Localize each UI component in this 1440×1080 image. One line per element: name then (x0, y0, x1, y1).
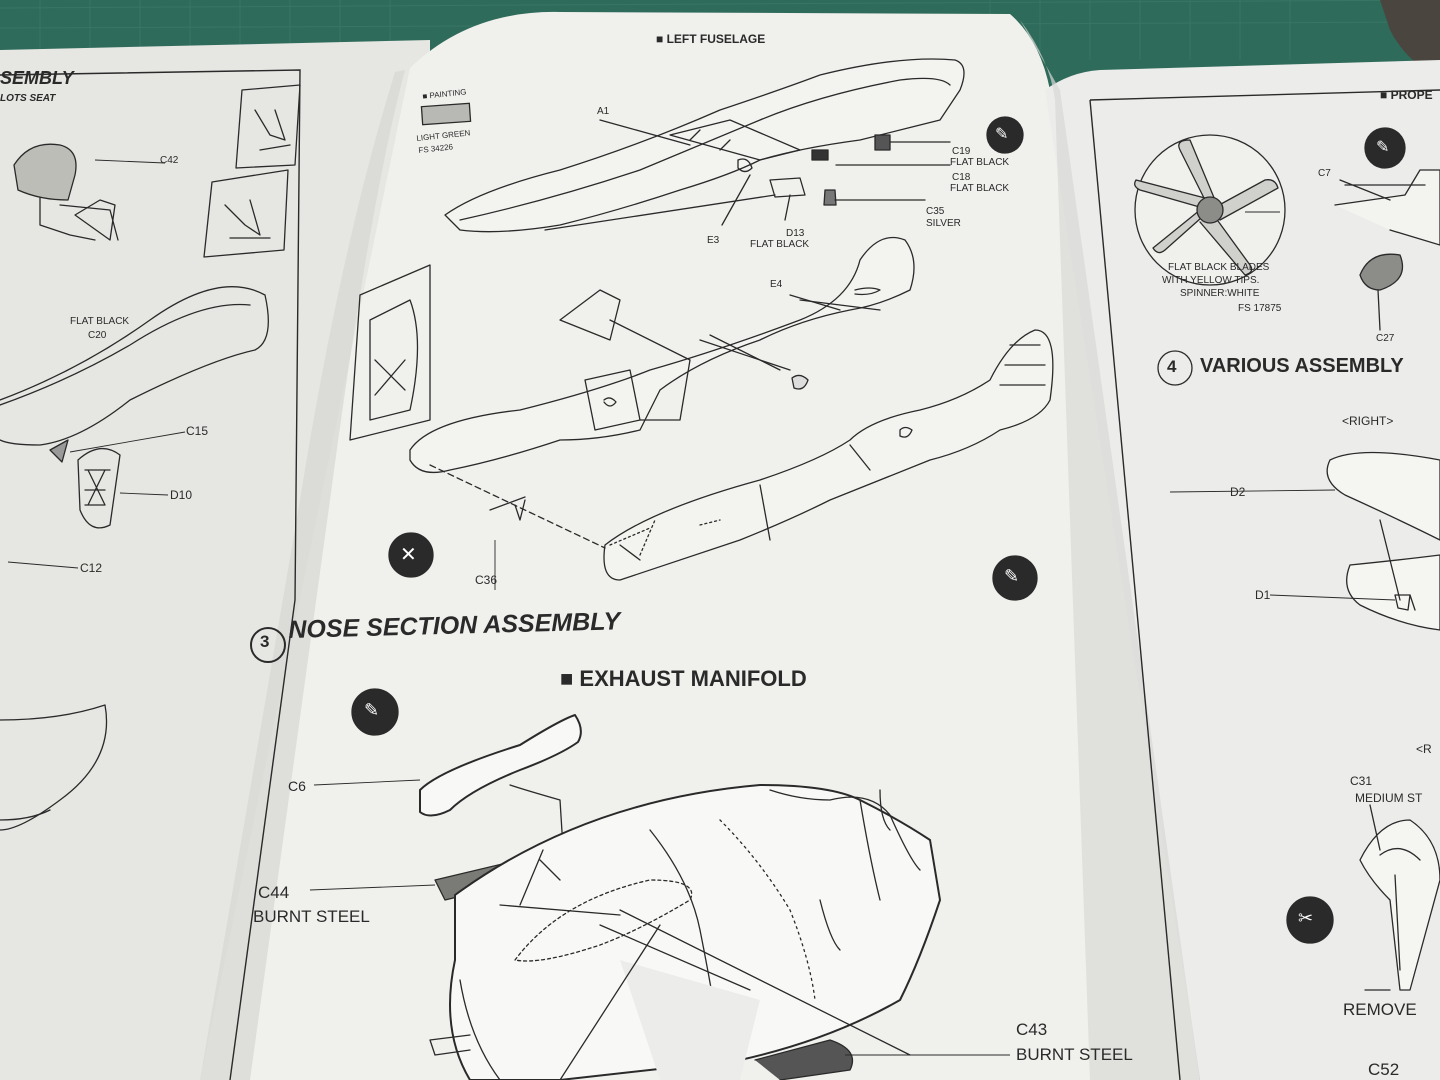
left-page-subtitle: LOTS SEAT (0, 93, 56, 104)
right-tag: <RIGHT> (1342, 414, 1394, 428)
prop-caption-2: WITH YELLOW TIPS. (1162, 275, 1260, 286)
section-header-left-fuselage: ■ LEFT FUSELAGE (656, 32, 766, 46)
prop-caption-1: FLAT BLACK BLADES (1168, 262, 1270, 273)
label-c44-color: BURNT STEEL (253, 907, 370, 926)
label-c35: C35 (926, 206, 945, 217)
prop-caption-4: FS 17875 (1238, 303, 1282, 314)
section-header-text: LEFT FUSELAGE (666, 32, 766, 46)
glue-icon: ✎ (995, 126, 1009, 143)
label-c6: C6 (288, 778, 306, 794)
label-d10: D10 (170, 488, 193, 502)
completed-fuselage (603, 329, 1054, 581)
exhaust-manifold-text: EXHAUST MANIFOLD (579, 666, 807, 691)
label-c52: C52 (1368, 1060, 1400, 1079)
label-d1: D1 (1255, 588, 1271, 602)
label-c44: C44 (258, 883, 290, 902)
fuselage-with-cockpit (409, 236, 915, 474)
step-4-title: VARIOUS ASSEMBLY (1200, 355, 1404, 377)
exhaust-manifold-header: ■ EXHAUST MANIFOLD (560, 666, 807, 691)
label-c7: C7 (1318, 168, 1331, 179)
label-remove: REMOVE (1343, 1000, 1417, 1019)
knife-icon: ✂ (1298, 908, 1314, 928)
right-section-header: ■ PROPE (1380, 88, 1433, 102)
no-glue-icon: ✕ (400, 544, 417, 566)
step-3-badge (250, 627, 286, 663)
r-tag: <R (1416, 742, 1432, 756)
label-d13: D13 (786, 228, 805, 239)
label-c36: C36 (475, 573, 498, 587)
prop-caption-3: SPINNER:WHITE (1180, 288, 1260, 299)
gutter-shadow (200, 70, 405, 1080)
label-e3: E3 (707, 235, 720, 246)
label-e4: E4 (770, 279, 783, 290)
label-flat-black: FLAT BLACK (70, 316, 130, 327)
left-page-title: SEMBLY (0, 68, 74, 88)
dark-object (1380, 0, 1440, 80)
nose-section (449, 784, 941, 1080)
glue-icon: ✎ (1004, 566, 1020, 586)
label-c19: C19 (952, 146, 971, 157)
label-c31: C31 (1350, 774, 1373, 788)
label-c15: C15 (186, 424, 209, 438)
label-c31-color: MEDIUM ST (1355, 791, 1423, 805)
glue-icon: ✎ (1376, 139, 1390, 156)
step-4-number: 4 (1167, 357, 1177, 376)
part-c6 (419, 714, 582, 817)
label-c27: C27 (1376, 333, 1395, 344)
right-page (1045, 60, 1440, 1080)
left-fuselage-half (444, 58, 965, 233)
label-c42: C42 (160, 155, 179, 166)
label-c18: C18 (952, 172, 971, 183)
label-c43: C43 (1016, 1020, 1048, 1039)
label-c20: C20 (88, 330, 107, 341)
pilot-seat (13, 143, 77, 201)
right-section-header-text: PROPE (1390, 88, 1433, 102)
label-c19-color: FLAT BLACK (950, 157, 1010, 168)
label-c18-color: FLAT BLACK (950, 183, 1010, 194)
glue-icon: ✎ (364, 700, 380, 720)
label-a1: A1 (597, 106, 610, 117)
label-c35-color: SILVER (926, 218, 961, 229)
step-3-number: 3 (260, 632, 270, 651)
label-c12: C12 (80, 561, 103, 575)
label-c43-color: BURNT STEEL (1016, 1045, 1133, 1064)
label-d13-color: FLAT BLACK (750, 239, 810, 250)
label-d2: D2 (1230, 485, 1246, 499)
